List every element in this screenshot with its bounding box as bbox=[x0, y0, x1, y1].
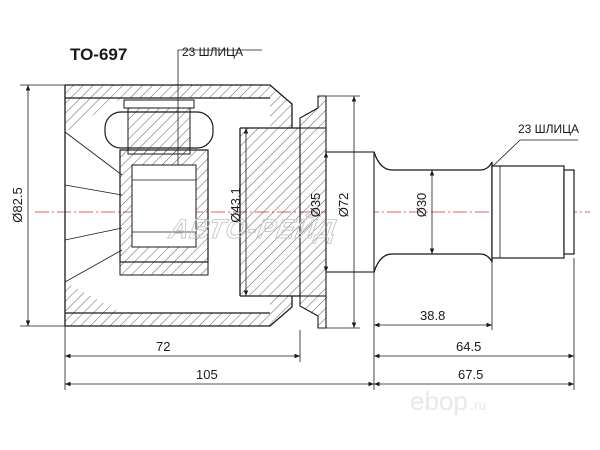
watermark-text: АВТО-РЕЙД bbox=[166, 212, 340, 244]
housing bbox=[64, 84, 300, 327]
dim-length-64-5: 64.5 bbox=[456, 339, 481, 354]
dim-inner-diameter: Ø43.1 bbox=[228, 187, 243, 222]
diameter-dimensions bbox=[20, 84, 435, 329]
inner-spline-note: 23 ШЛИЦА bbox=[182, 45, 243, 59]
dim-flange-diameter: Ø72 bbox=[336, 193, 351, 218]
brand-logo: ebop .ru bbox=[410, 386, 486, 416]
dim-length-105: 105 bbox=[196, 367, 218, 382]
dim-length-72: 72 bbox=[156, 339, 170, 354]
dim-shaft-diameter: Ø30 bbox=[414, 193, 429, 218]
flange bbox=[299, 95, 375, 329]
length-dimensions bbox=[64, 258, 575, 390]
dim-length-38-8: 38.8 bbox=[420, 308, 445, 323]
dim-neck-diameter: Ø35 bbox=[308, 193, 323, 218]
outer-spline-note: 23 ШЛИЦА bbox=[518, 122, 579, 136]
shaft bbox=[373, 139, 578, 273]
dim-length-67-5: 67.5 bbox=[458, 367, 483, 382]
brand-logo-name: ebop bbox=[410, 386, 468, 416]
inner-race bbox=[104, 49, 262, 276]
brand-logo-domain: .ru bbox=[470, 397, 486, 413]
part-number-title: TO-697 bbox=[70, 45, 127, 64]
dim-outer-diameter: Ø82.5 bbox=[10, 187, 25, 222]
